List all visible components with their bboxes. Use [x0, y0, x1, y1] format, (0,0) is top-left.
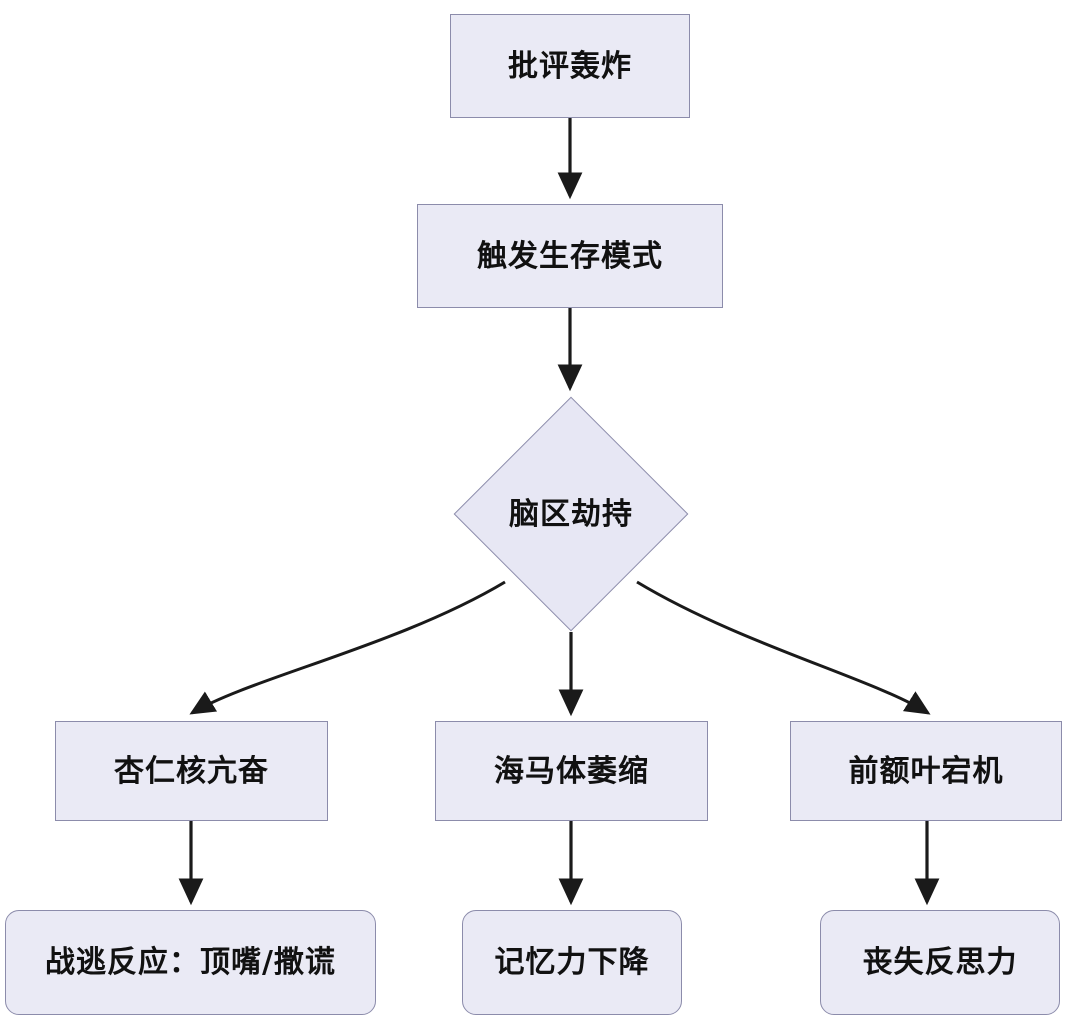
- node-label: 触发生存模式: [477, 238, 663, 274]
- node-criticism[interactable]: 批评轰炸: [450, 14, 690, 118]
- node-label: 脑区劫持: [509, 496, 633, 532]
- node-label: 丧失反思力: [862, 945, 1018, 980]
- node-label: 杏仁核亢奋: [114, 753, 269, 789]
- node-label: 战逃反应：顶嘴/撒谎: [45, 945, 336, 980]
- node-hippocampus[interactable]: 海马体萎缩: [435, 721, 708, 821]
- node-label: 批评轰炸: [508, 48, 632, 84]
- node-survival[interactable]: 触发生存模式: [417, 204, 723, 308]
- node-memory-decline[interactable]: 记忆力下降: [462, 910, 682, 1015]
- node-label: 海马体萎缩: [494, 753, 649, 789]
- node-label: 前额叶宕机: [848, 753, 1004, 789]
- node-fight-or-flight-response[interactable]: 战逃反应：顶嘴/撒谎: [5, 910, 376, 1015]
- node-loss-of-reflection[interactable]: 丧失反思力: [820, 910, 1060, 1015]
- node-prefrontal-cortex[interactable]: 前额叶宕机: [790, 721, 1062, 821]
- node-amygdala[interactable]: 杏仁核亢奋: [55, 721, 328, 821]
- node-label: 记忆力下降: [494, 945, 650, 980]
- node-brain-hijack-decision[interactable]: 脑区劫持: [453, 396, 689, 632]
